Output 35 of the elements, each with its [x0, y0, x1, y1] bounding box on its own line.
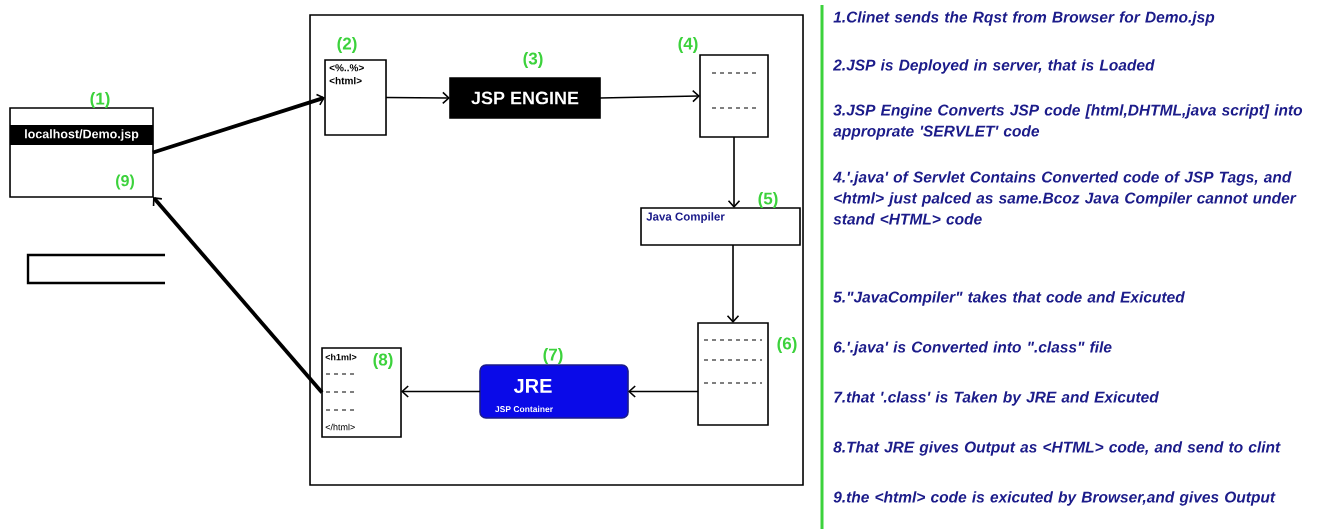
arrow [401, 385, 481, 398]
arrow [599, 89, 700, 103]
arrow [385, 91, 450, 105]
browser-window [9, 107, 154, 198]
arrow [628, 385, 699, 398]
file-box [699, 54, 769, 138]
server-box [309, 14, 804, 486]
step-note: 1.Clinet sends the Rqst from Browser for Demo.jsp [833, 11, 1215, 26]
step-number: (3) [523, 52, 543, 68]
compiler-box: Java Compiler [640, 207, 801, 246]
arrow [726, 244, 740, 323]
arrow [727, 136, 741, 208]
file-box [697, 322, 769, 426]
step-note: 5."JavaCompiler" takes that code and Exicuted [833, 291, 1185, 306]
step-number: (7) [543, 348, 563, 364]
step-note: 3.JSP Engine Converts JSP code [html,DHTML,java script] into approprate 'SERVLET' code [833, 104, 1303, 140]
step-note: 7.that '.class' is Taken by JRE and Exicuted [834, 391, 1159, 406]
container-box: JRE JSP Container [479, 364, 629, 419]
step-number: (4) [678, 37, 698, 53]
step-note: 2.JSP is Deployed in server, that is Loaded [832, 59, 1155, 74]
step-note: 6.'.java' is Converted into ".class" file [833, 341, 1112, 356]
arrow [152, 93, 325, 155]
arrow [152, 197, 324, 394]
step-number: (5) [758, 192, 778, 208]
step-number: (9) [116, 174, 134, 190]
address-bar: localhost/Demo.jsp [10, 125, 153, 145]
file-box: <%..%> <html> [324, 59, 387, 136]
page-box: <h1ml> (8) </html> [321, 347, 402, 438]
engine-box: JSP ENGINE [449, 77, 601, 119]
step-note: 8.That JRE gives Output as <HTML> code, and send to clint [833, 441, 1281, 456]
step-number: (6) [777, 337, 797, 353]
step-note: 4.'.java' of Servlet Contains Converted code of JSP Tags, and <html> just palced as same.Bcoz Java Compiler cannot under stand <HTML> code [832, 171, 1297, 225]
step-number: (2) [337, 37, 357, 53]
step-number: (1) [90, 92, 110, 108]
step-note: 9.the <html> code is exicuted by Browser,and gives Output [833, 491, 1276, 506]
